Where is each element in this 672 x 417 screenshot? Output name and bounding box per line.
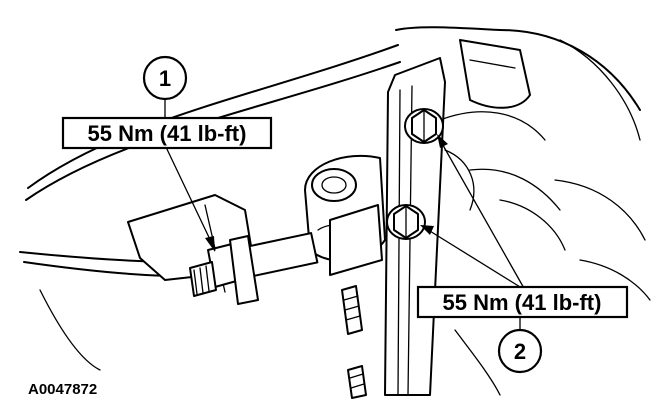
stud-bolt bbox=[189, 232, 319, 305]
engine-block-contours bbox=[439, 111, 651, 301]
bracket-bolt-upper bbox=[404, 108, 444, 144]
callout-2-torque: 55 Nm (41 lb-ft) bbox=[443, 290, 602, 315]
callout-1-circle bbox=[142, 55, 188, 101]
mount-bushing bbox=[304, 154, 386, 276]
bracket-bolt-lower bbox=[386, 204, 426, 240]
callout-2: 55 Nm (41 lb-ft) 2 bbox=[416, 285, 629, 374]
callout-1: 1 55 Nm (41 lb-ft) bbox=[61, 55, 273, 150]
leader-lines bbox=[164, 99, 526, 331]
figure-code: A0047872 bbox=[28, 381, 97, 398]
callout-1-number: 1 bbox=[159, 66, 171, 91]
callout-2-box bbox=[416, 285, 629, 319]
callout-1-torque: 55 Nm (41 lb-ft) bbox=[88, 121, 247, 146]
callout-2-number: 2 bbox=[514, 339, 526, 364]
housing-outline bbox=[19, 26, 641, 396]
callout-1-box bbox=[61, 116, 273, 150]
upper-mount bbox=[459, 39, 531, 109]
callout-2-circle bbox=[497, 328, 543, 374]
lower-hose bbox=[341, 285, 367, 399]
